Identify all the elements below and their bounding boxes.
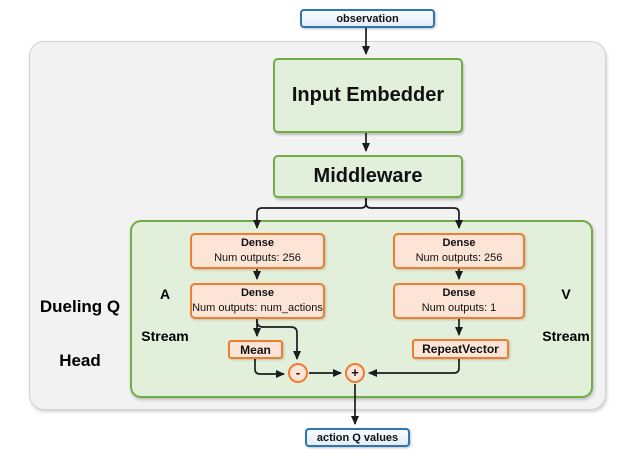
middleware-label: Middleware — [313, 165, 423, 187]
middleware-node: Middleware — [273, 155, 463, 198]
v-dense-2-subtitle: Num outputs: 1 — [421, 302, 497, 314]
v-stream-dense-2-node: Dense Num outputs: 1 — [393, 283, 525, 319]
dueling-q-head-label: Dueling Q Head — [39, 297, 121, 370]
action-q-values-label: action Q values — [316, 431, 399, 444]
v-stream-dense-1-node: Dense Num outputs: 256 — [393, 233, 525, 269]
a-stream-label: A Stream — [141, 286, 189, 344]
v-dense-1-subtitle: Num outputs: 256 — [415, 252, 503, 264]
subtract-operator-node: - — [288, 363, 308, 383]
repeat-vector-label: RepeatVector — [422, 342, 499, 356]
add-operator-node: + — [345, 363, 365, 383]
mean-node: Mean — [228, 340, 283, 359]
observation-label: observation — [336, 12, 399, 25]
v-stream-label: V Stream — [542, 286, 590, 344]
a-dense-1-subtitle: Num outputs: 256 — [214, 252, 301, 264]
a-dense-1-title: Dense — [240, 237, 275, 249]
action-q-values-node: action Q values — [305, 428, 410, 447]
v-dense-1-title: Dense — [442, 237, 476, 249]
repeat-vector-node: RepeatVector — [412, 339, 509, 359]
a-dense-2-subtitle: Num outputs: num_actions — [192, 302, 323, 314]
a-dense-2-title: Dense — [240, 287, 275, 299]
add-operator-label: + — [351, 365, 359, 380]
observation-node: observation — [300, 9, 435, 28]
mean-label: Mean — [240, 342, 271, 357]
input-embedder-label: Input Embedder — [291, 84, 445, 106]
subtract-operator-label: - — [295, 365, 301, 380]
input-embedder-node: Input Embedder — [273, 58, 463, 133]
a-stream-dense-1-node: Dense Num outputs: 256 — [190, 233, 325, 269]
v-dense-2-title: Dense — [442, 287, 476, 299]
a-stream-dense-2-node: Dense Num outputs: num_actions — [190, 283, 325, 319]
